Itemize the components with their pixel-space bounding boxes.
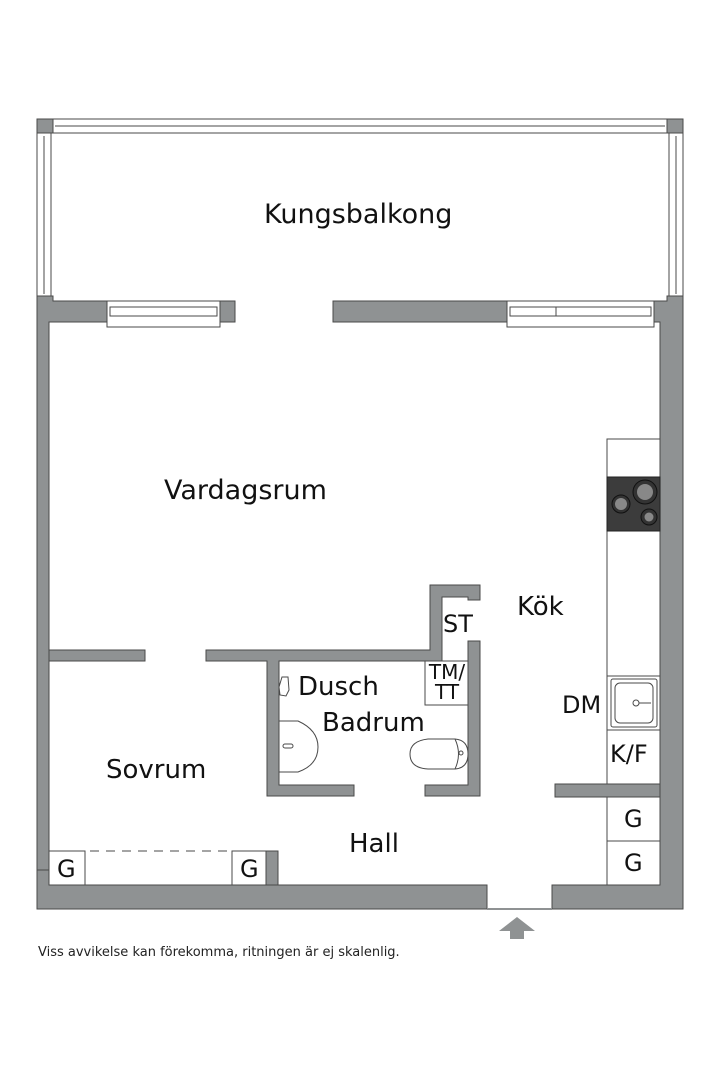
fixture-label-wardrobe: G [624,849,643,877]
balcony-post-right [666,118,684,134]
wall-left-upper [36,295,108,886]
shower-head-icon [278,676,290,697]
fixture-label-wardrobe: G [240,855,259,883]
fixture-label-shower: Dusch [298,672,379,702]
room-label-bedroom: Sovrum [106,755,207,785]
entrance-arrow-icon [499,917,535,939]
room-label-hall: Hall [349,829,399,859]
fixture-label-wardrobe: G [624,805,643,833]
wall-top-segment-2 [332,300,508,323]
wall-closet-divider [265,850,279,886]
fixture-label-storage: ST [443,610,473,638]
balcony-post-left [36,118,54,134]
wall-bathroom-right [424,640,481,797]
room-label-living-room: Vardagsrum [164,475,327,506]
wall-kitchen-hall [554,783,661,798]
fixture-label-dryer: TT [434,680,460,704]
disclaimer-text: Viss avvikelse kan förekomma, ritningen … [38,945,400,960]
room-label-balcony: Kungsbalkong [264,199,453,230]
fixture-label-fridge-freezer: K/F [610,740,648,768]
wall-bedroom-top-left [48,649,146,662]
wall-bathroom-storage [205,584,481,797]
stove-icon [606,476,661,532]
wall-top-segment-1 [219,300,236,323]
fixture-label-washer-dryer: TM/ TT [427,662,467,702]
fixture-label-wardrobe: G [57,855,76,883]
fixture-label-washer: TM/ [428,660,466,684]
sink-icon [278,720,319,773]
fixture-label-dishwasher: DM [562,691,602,719]
room-label-bathroom: Badrum [322,708,425,738]
room-label-kitchen: Kök [517,592,564,622]
